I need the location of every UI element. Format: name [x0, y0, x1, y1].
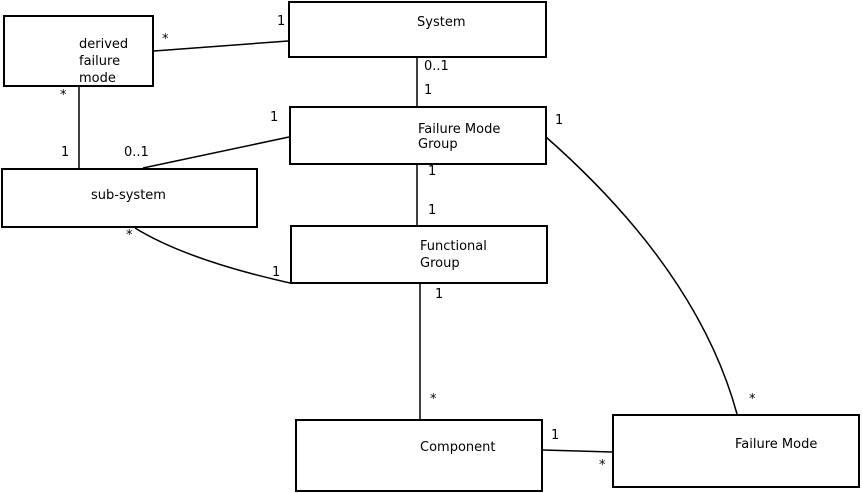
connector-fmg-failure-mode [545, 136, 738, 415]
mult-subsystem-fg-near-fg: 1 [272, 265, 281, 280]
connector-fmg-subsystem [142, 136, 290, 169]
mult-fmg-fg-near-fg: 1 [428, 203, 437, 218]
mult-fmg-subsystem-near-subsystem: 0..1 [124, 145, 149, 160]
mult-fmg-fm-near-fm: * [749, 392, 756, 407]
mult-fg-component-near-fg: 1 [435, 287, 444, 302]
connector-component-failure-mode [542, 449, 613, 453]
entity-label-line: derived [79, 37, 129, 52]
mult-subsystem-fg-near-subsystem: * [126, 228, 133, 243]
mult-fmg-subsystem-near-fmg: 1 [270, 110, 279, 125]
entity-label-line: Failure Mode [418, 122, 501, 137]
entity-system-label: System [417, 15, 466, 30]
mult-dfm-system-near-dfm: * [162, 32, 169, 47]
mult-component-fm-near-fm: * [599, 458, 606, 473]
entity-component: Component [295, 419, 543, 492]
mult-system-fmg-near-system: 0..1 [424, 59, 449, 74]
entity-sub-system-label: sub-system [91, 188, 166, 203]
entity-failure-mode-label: Failure Mode [735, 437, 818, 452]
entity-label-line: failure [79, 54, 121, 69]
entity-failure-mode-group-label: Failure Mode Group [418, 122, 500, 152]
connector-subsystem-functional-group [134, 227, 291, 284]
entity-label-line: Functional [420, 239, 487, 254]
entity-functional-group-label: Functional Group [420, 238, 487, 272]
entity-failure-mode: Failure Mode [612, 414, 860, 488]
entity-system: System [288, 1, 547, 58]
mult-system-fmg-near-fmg: 1 [424, 83, 433, 98]
entity-derived-failure-mode: derived failure mode [3, 15, 154, 87]
mult-dfm-subsystem-near-subsystem: 1 [61, 145, 70, 160]
mult-dfm-system-near-system: 1 [277, 14, 286, 29]
mult-fmg-fm-near-fmg: 1 [555, 113, 564, 128]
entity-functional-group: Functional Group [290, 225, 548, 284]
connector-dfm-system [153, 40, 289, 52]
mult-component-fm-near-component: 1 [551, 428, 560, 443]
entity-sub-system: sub-system [1, 168, 258, 228]
mult-fg-component-near-component: * [430, 392, 437, 407]
mult-fmg-fg-near-fmg: 1 [428, 164, 437, 179]
entity-failure-mode-group: Failure Mode Group [289, 106, 547, 165]
entity-derived-failure-mode-label: derived failure mode [79, 36, 128, 87]
mult-dfm-subsystem-near-dfm: * [60, 88, 67, 103]
entity-label-line: Group [420, 256, 460, 271]
entity-component-label: Component [420, 440, 496, 455]
entity-label-line: Group [418, 137, 458, 152]
entity-label-line: mode [79, 71, 116, 86]
